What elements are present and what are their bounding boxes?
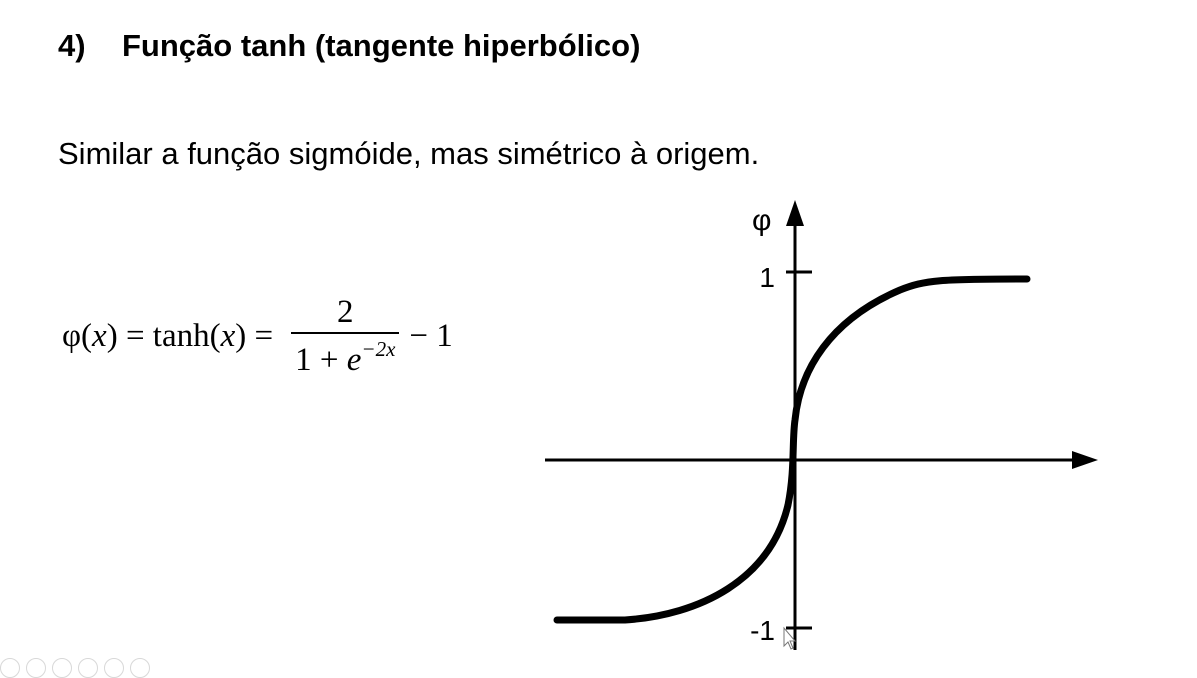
formula-phi: φ( [62,317,93,354]
formula-fraction: 2 1 + e−2x [291,294,400,379]
zoom-icon[interactable] [104,658,124,678]
y-axis-label: φ [752,204,771,237]
slide-subtitle: Similar a função sigmóide, mas simétrico… [58,136,760,171]
slideshow-toolbar [0,655,200,678]
pen-icon[interactable] [52,658,72,678]
heading-number: 4) [58,28,86,63]
tick-label-bottom: -1 [750,615,775,646]
denominator-e: e [346,342,362,379]
fraction-numerator: 2 [337,294,354,330]
x-axis-arrow-icon [1072,451,1098,469]
formula-var-x: x [92,317,107,354]
formula-tanh: ) = tanh( [106,317,221,354]
formula-lhs: φ(x) = tanh(x) = [62,318,273,355]
denominator-base: 1 + [295,342,347,379]
tanh-curve [553,275,1031,624]
formula-equals: ) = [235,317,274,354]
formula-tail: − 1 [409,317,453,354]
more-icon[interactable] [130,658,150,678]
slides-icon[interactable] [78,658,98,678]
denominator-exponent: −2x [361,337,396,362]
tanh-formula: φ(x) = tanh(x) = 2 1 + e−2x − 1 [62,294,453,379]
y-axis-arrow-icon [786,200,804,226]
prev-icon[interactable] [0,658,20,678]
next-icon[interactable] [26,658,46,678]
fraction-denominator: 1 + e−2x [291,332,400,379]
formula-var-x2: x [220,317,236,354]
mouse-cursor-icon [783,626,797,650]
slide-heading: 4) Função tanh (tangente hiperbólico) [58,28,640,64]
tick-label-top: 1 [759,262,775,293]
heading-text: Função tanh (tangente hiperbólico) [122,28,641,63]
